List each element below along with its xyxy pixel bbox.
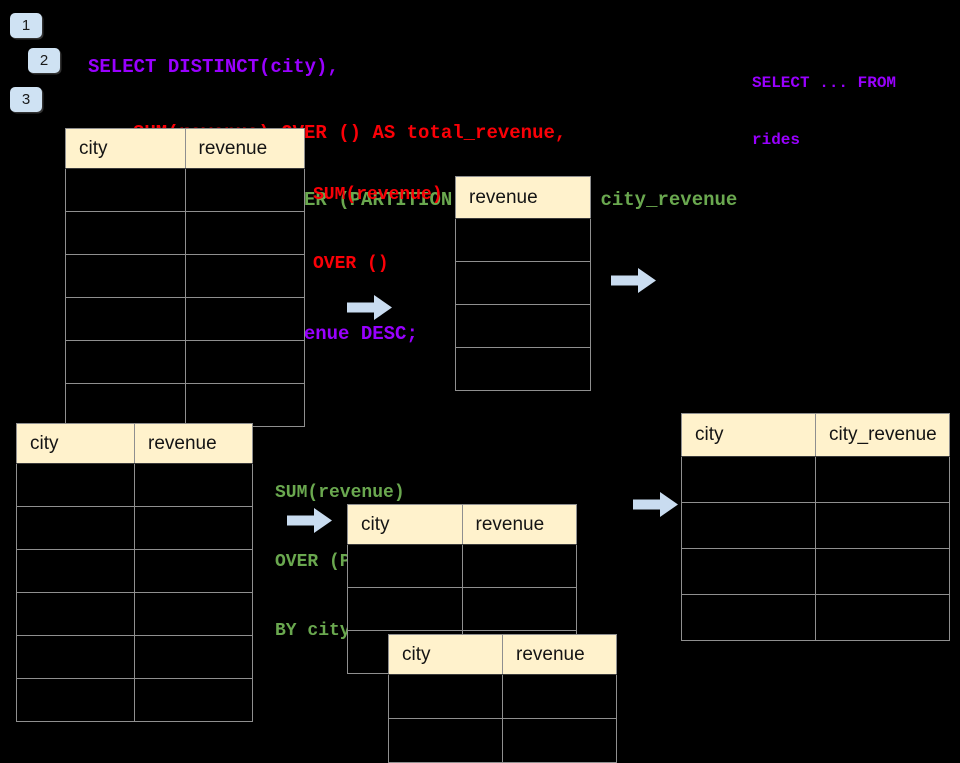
- empty-cell: [134, 592, 253, 636]
- empty-cell: [16, 463, 135, 507]
- empty-cell: [347, 544, 463, 588]
- empty-cell: [134, 635, 253, 679]
- empty-cell: [502, 718, 617, 763]
- empty-cell: [184, 211, 305, 255]
- empty-cell: [16, 678, 135, 722]
- column-header: city: [347, 504, 463, 545]
- empty-cell: [388, 674, 503, 719]
- table-row: [16, 635, 253, 679]
- step-badge-label: 1: [21, 17, 31, 34]
- table-row: [65, 168, 305, 212]
- empty-cell: [681, 502, 816, 549]
- empty-cell: [16, 635, 135, 679]
- annotation-line: OVER (): [313, 254, 389, 274]
- table-row: [16, 549, 253, 593]
- annotation-line: SUM(revenue): [275, 483, 405, 503]
- empty-cell: [455, 218, 591, 262]
- table-row: [455, 304, 591, 348]
- column-header: revenue: [455, 176, 591, 219]
- empty-cell: [184, 340, 305, 384]
- table-row: [16, 506, 253, 550]
- annotation-total-revenue: SUM(revenue) OVER (): [313, 138, 443, 299]
- total-revenue-table: revenue: [455, 176, 591, 391]
- column-header: revenue: [461, 504, 577, 545]
- table-row: [455, 261, 591, 305]
- step-badge-2: 2: [28, 48, 60, 73]
- empty-cell: [681, 456, 816, 503]
- empty-cell: [815, 594, 950, 641]
- table-row: [388, 674, 617, 719]
- table-row: [681, 456, 950, 503]
- step-badge-label: 3: [21, 91, 31, 108]
- table-row: [65, 340, 305, 384]
- empty-cell: [16, 592, 135, 636]
- empty-cell: [65, 383, 186, 427]
- empty-cell: [134, 463, 253, 507]
- empty-cell: [455, 304, 591, 348]
- sql-line-select: SELECT DISTINCT(city),: [88, 55, 339, 78]
- side-note-select-from: SELECT ... FROM rides: [752, 36, 896, 169]
- step-badge-3: 3: [10, 87, 42, 112]
- step-badge-label: 2: [39, 52, 49, 69]
- table-row: [388, 718, 617, 763]
- column-header: city: [65, 128, 186, 169]
- empty-cell: [134, 549, 253, 593]
- empty-cell: [184, 254, 305, 298]
- side-note-line: rides: [752, 131, 801, 149]
- table-row: [681, 594, 950, 641]
- table-row: [16, 463, 253, 507]
- table-row: [347, 544, 577, 588]
- empty-cell: [461, 544, 577, 588]
- empty-cell: [65, 211, 186, 255]
- column-header: revenue: [184, 128, 305, 169]
- empty-cell: [455, 347, 591, 391]
- empty-cell: [461, 587, 577, 631]
- column-header: revenue: [134, 423, 253, 464]
- table-row: [455, 218, 591, 262]
- table-row: [681, 548, 950, 595]
- column-header: city: [16, 423, 135, 464]
- empty-cell: [347, 587, 463, 631]
- arrow-right-icon: [633, 492, 678, 517]
- empty-cell: [502, 674, 617, 719]
- empty-cell: [184, 168, 305, 212]
- empty-cell: [134, 506, 253, 550]
- table-row: [65, 383, 305, 427]
- empty-cell: [815, 548, 950, 595]
- empty-cell: [65, 254, 186, 298]
- empty-cell: [681, 594, 816, 641]
- empty-cell: [65, 340, 186, 384]
- side-note-line: SELECT ... FROM: [752, 74, 897, 92]
- empty-cell: [815, 502, 950, 549]
- column-header: city_revenue: [815, 413, 950, 457]
- empty-cell: [16, 549, 135, 593]
- column-header: revenue: [502, 634, 617, 675]
- annotation-line: SUM(revenue): [313, 185, 443, 205]
- table-row: [347, 587, 577, 631]
- table-row: [65, 254, 305, 298]
- empty-cell: [815, 456, 950, 503]
- table-row: [681, 502, 950, 549]
- empty-cell: [388, 718, 503, 763]
- step-badge-1: 1: [10, 13, 42, 38]
- empty-cell: [184, 383, 305, 427]
- empty-cell: [16, 506, 135, 550]
- table-row: [65, 297, 305, 341]
- empty-cell: [184, 297, 305, 341]
- table-row: [455, 347, 591, 391]
- column-header: city: [681, 413, 816, 457]
- table-row: [16, 592, 253, 636]
- empty-cell: [455, 261, 591, 305]
- table-row: [16, 678, 253, 722]
- empty-cell: [134, 678, 253, 722]
- empty-cell: [681, 548, 816, 595]
- empty-cell: [65, 168, 186, 212]
- column-header: city: [388, 634, 503, 675]
- empty-cell: [65, 297, 186, 341]
- table-row: [65, 211, 305, 255]
